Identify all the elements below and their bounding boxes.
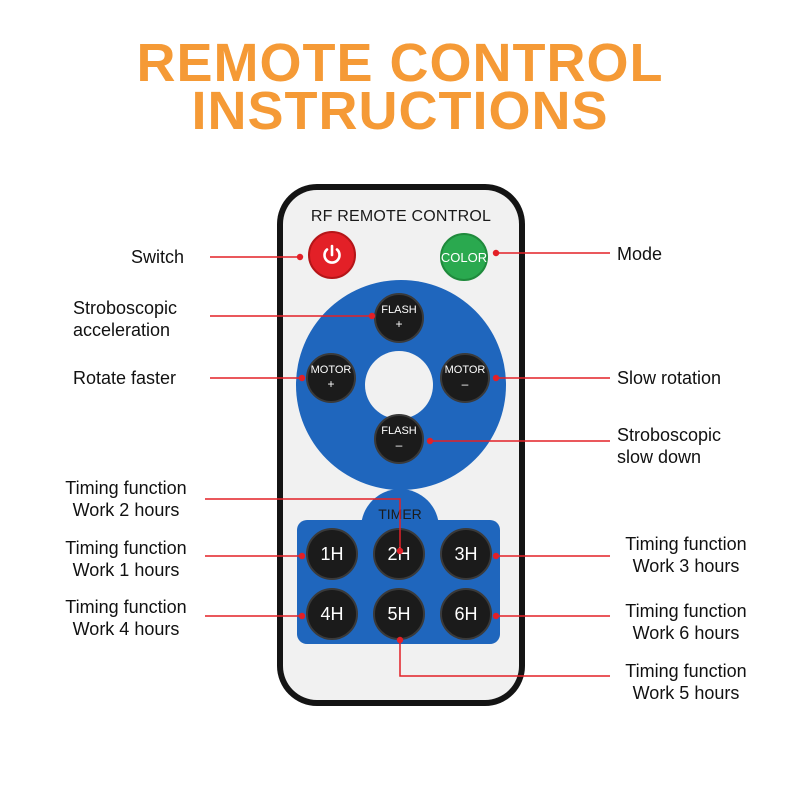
label-strobe-slow: Stroboscopic slow down xyxy=(617,424,721,468)
label-strobe-slow-line1: Stroboscopic xyxy=(617,425,722,445)
label-rotate-faster: Rotate faster xyxy=(73,368,177,388)
label-timer-6h-line2: Work 6 hours xyxy=(632,623,740,643)
timer-6h-button[interactable]: 6H xyxy=(440,588,492,640)
flash-plus-label: FLASH xyxy=(381,303,417,316)
label-timer-6h: Timing function Work 6 hours xyxy=(614,600,758,644)
timer-5h-button[interactable]: 5H xyxy=(373,588,425,640)
title-line-2: INSTRUCTIONS xyxy=(191,81,609,141)
label-timer-4h-line1: Timing function xyxy=(65,597,187,617)
label-strobe-accel-line1: Stroboscopic xyxy=(73,298,178,318)
motor-minus-button[interactable]: MOTOR – xyxy=(440,353,490,403)
power-icon xyxy=(323,244,341,264)
label-timer-3h-line1: Timing function xyxy=(625,534,747,554)
motor-minus-sign: – xyxy=(461,377,469,392)
flash-plus-button[interactable]: FLASH + xyxy=(374,293,424,343)
title-line-1: REMOTE CONTROL xyxy=(136,33,664,93)
ring-center xyxy=(365,351,433,419)
flash-minus-label: FLASH xyxy=(381,424,417,437)
label-timer-4h: Timing function Work 4 hours xyxy=(55,596,197,640)
label-timer-1h-line2: Work 1 hours xyxy=(72,560,180,580)
motor-minus-label: MOTOR xyxy=(444,363,486,376)
label-mode: Mode xyxy=(617,244,663,264)
label-timer-1h-line1: Timing function xyxy=(65,538,187,558)
label-timer-5h-line2: Work 5 hours xyxy=(632,683,740,703)
timer-2h-button[interactable]: 2H xyxy=(373,528,425,580)
power-button[interactable] xyxy=(308,231,356,279)
timer-3h-button[interactable]: 3H xyxy=(440,528,492,580)
label-timer-4h-line2: Work 4 hours xyxy=(72,619,180,639)
timer-label: TIMER xyxy=(378,506,422,522)
label-timer-3h-line2: Work 3 hours xyxy=(632,556,740,576)
timer-4h-button[interactable]: 4H xyxy=(306,588,358,640)
label-timer-1h: Timing function Work 1 hours xyxy=(55,537,197,581)
label-timer-5h-line1: Timing function xyxy=(625,661,747,681)
label-timer-3h: Timing function Work 3 hours xyxy=(614,533,758,577)
label-switch: Switch xyxy=(131,247,185,267)
label-timer-5h: Timing function Work 5 hours xyxy=(614,660,758,704)
label-timer-2h: Timing function Work 2 hours xyxy=(55,477,197,521)
motor-plus-label: MOTOR xyxy=(310,363,352,376)
remote-title: RF REMOTE CONTROL xyxy=(310,208,492,225)
label-strobe-slow-line2: slow down xyxy=(617,447,702,467)
label-timer-6h-line1: Timing function xyxy=(625,601,747,621)
color-button[interactable]: COLOR xyxy=(440,233,488,281)
label-strobe-accel-line2: acceleration xyxy=(73,320,171,340)
remote-control: RF REMOTE CONTROL COLOR FLASH + MOTOR + … xyxy=(277,184,525,706)
flash-minus-sign: – xyxy=(395,438,403,453)
label-strobe-accel: Stroboscopic acceleration xyxy=(73,297,177,341)
flash-plus-sign: + xyxy=(395,317,403,332)
label-timer-2h-line1: Timing function xyxy=(65,478,187,498)
timer-1h-button[interactable]: 1H xyxy=(306,528,358,580)
motor-plus-button[interactable]: MOTOR + xyxy=(306,353,356,403)
label-timer-2h-line2: Work 2 hours xyxy=(72,500,180,520)
label-slow-rotation: Slow rotation xyxy=(617,368,722,388)
motor-plus-sign: + xyxy=(327,377,335,392)
flash-minus-button[interactable]: FLASH – xyxy=(374,414,424,464)
